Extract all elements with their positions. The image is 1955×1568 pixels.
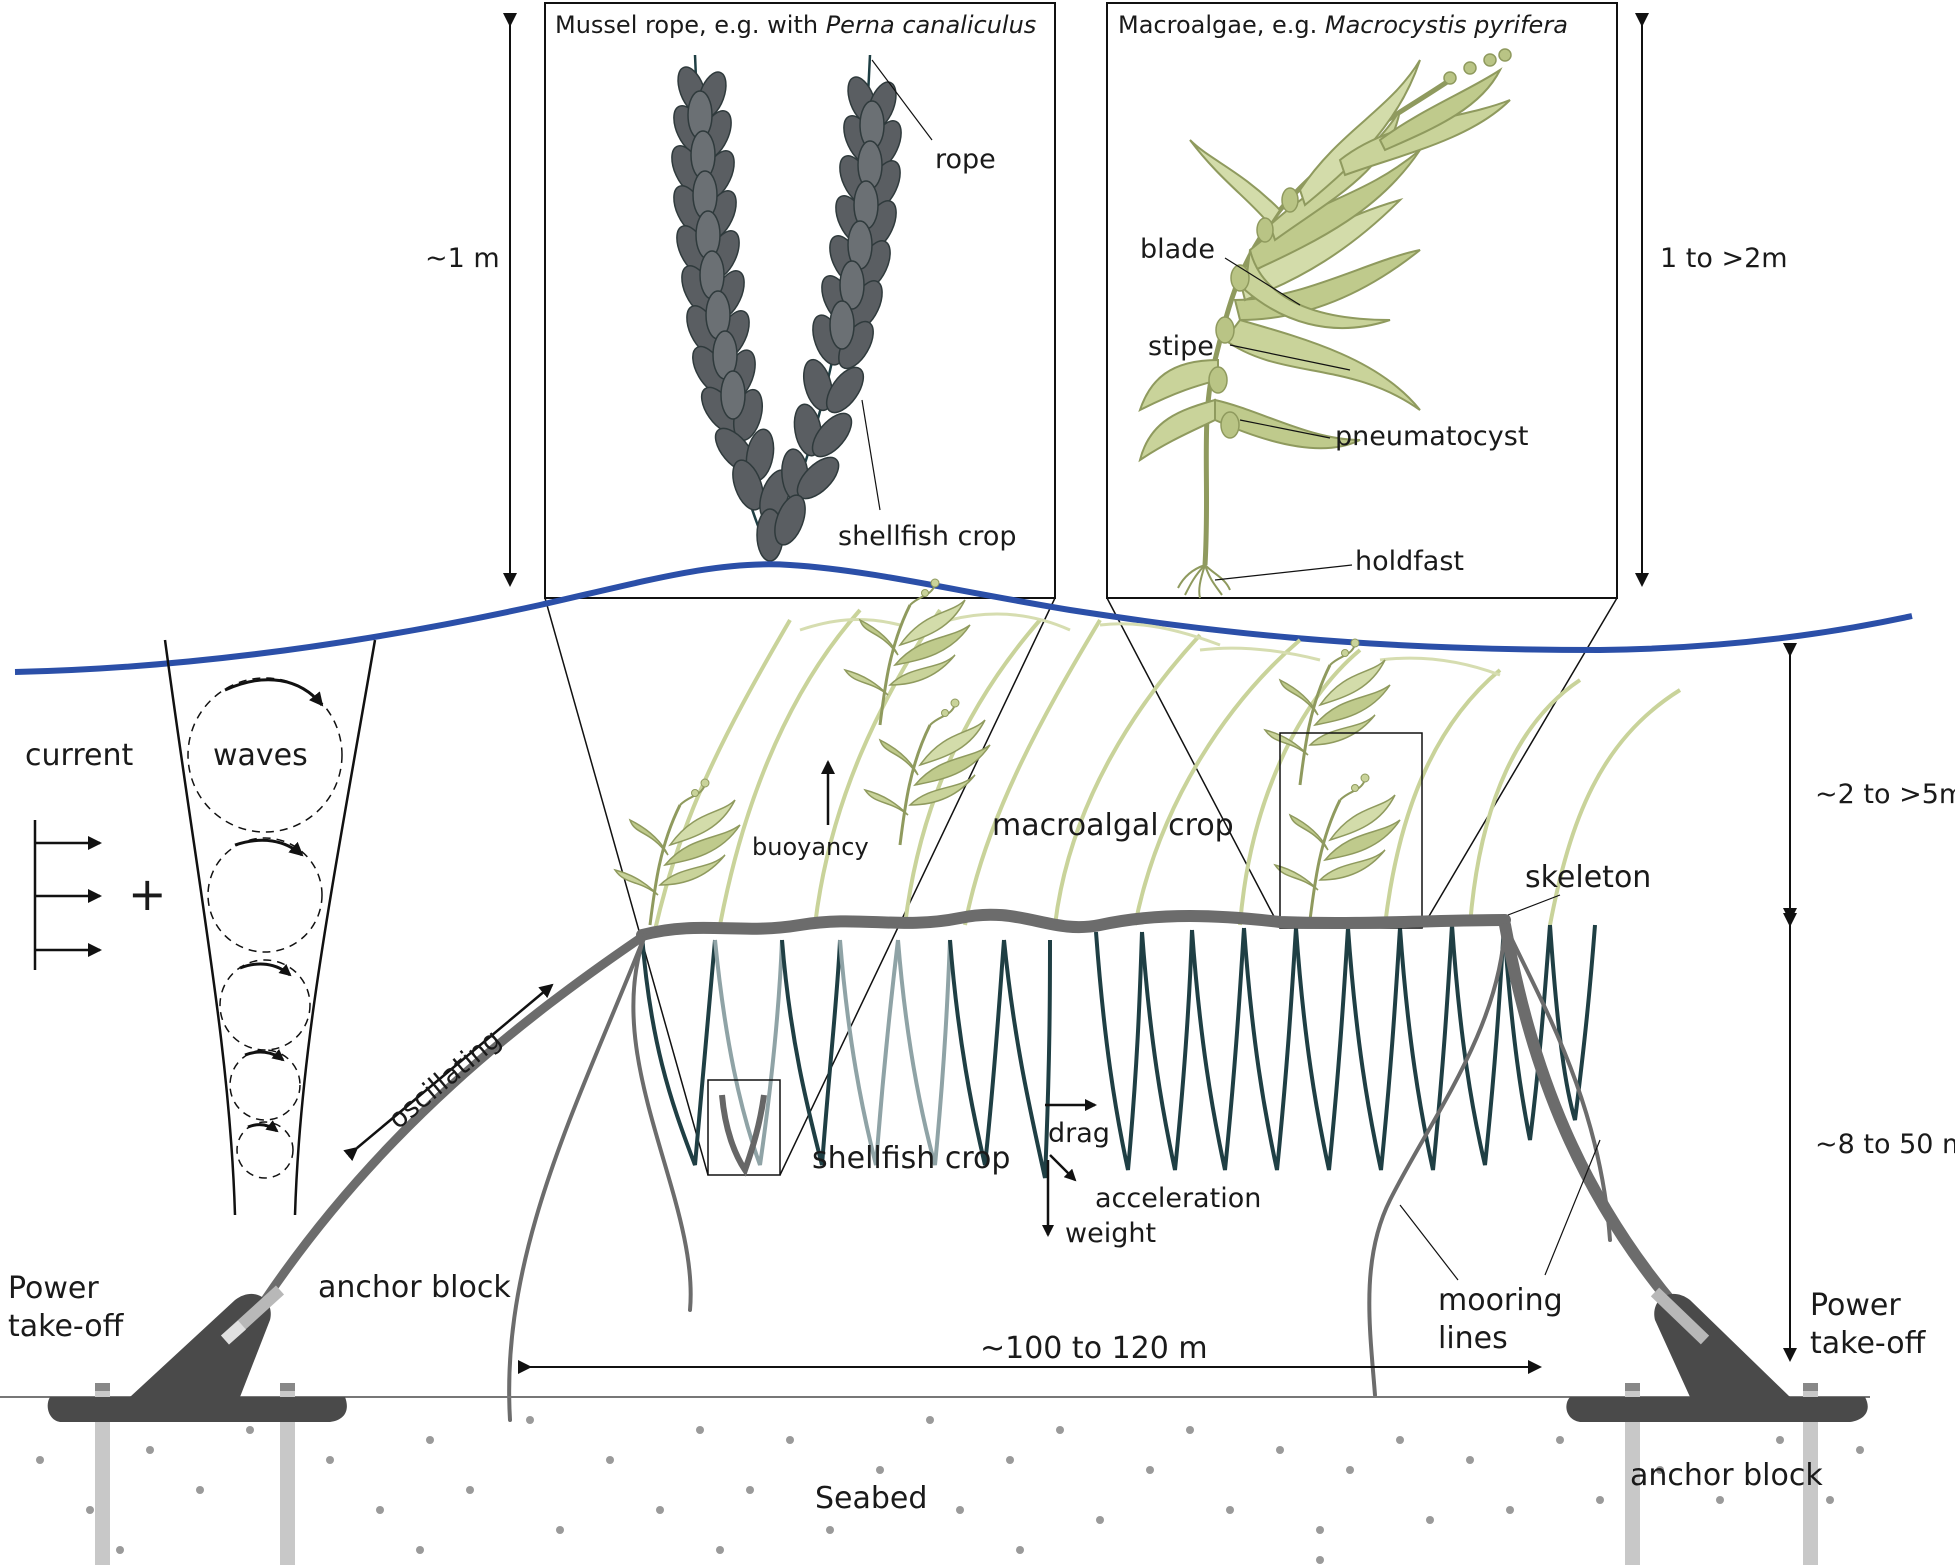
- macroalgae-illustration: [1138, 48, 1512, 599]
- mini-mussel-rope: [719, 1094, 767, 1177]
- anchor-block-right: [1566, 1287, 1868, 1565]
- macro-inset-title: Macroalgae, e.g. Macrocystis pyrifera: [1118, 11, 1568, 39]
- rope-label: rope: [935, 144, 996, 175]
- zoom-lines: [544, 597, 1618, 1176]
- anchor-block-left-label: anchor block: [318, 1270, 511, 1305]
- mooring-leaders: [1399, 894, 1601, 1281]
- blade-label: blade: [1140, 234, 1215, 265]
- weight-label: weight: [1065, 1218, 1156, 1249]
- current-arrows: [33, 820, 102, 970]
- seabed-label: Seabed: [815, 1481, 927, 1516]
- macroalgal-crop: [613, 577, 1682, 931]
- pneumatocyst-label: pneumatocyst: [1335, 421, 1528, 452]
- force-arrows: [1042, 1099, 1097, 1237]
- macro-inset-frame: [1106, 2, 1618, 599]
- mussel-leader-lines: [861, 59, 933, 511]
- mooring-lines-label-1: mooring: [1438, 1283, 1563, 1318]
- macro-leader-lines: [1214, 257, 1353, 581]
- power-takeoff-right-line1: Power: [1810, 1288, 1901, 1323]
- power-takeoff-left-line1: Power: [8, 1271, 99, 1306]
- mussel-zoom-box: [707, 1079, 781, 1176]
- mooring-lines-label-2: lines: [1438, 1321, 1508, 1356]
- wave-orbits: [187, 677, 343, 1179]
- span-label: ~100 to 120 m: [980, 1331, 1208, 1366]
- height-mussel-label: ~1 m: [425, 243, 500, 274]
- oscillating-arrow: [343, 983, 554, 1162]
- stipe-label: stipe: [1148, 331, 1214, 362]
- anchor-block-left: [47, 1285, 347, 1565]
- mussel-rope-illustration: [671, 54, 902, 562]
- power-takeoff-left-line2: take-off: [8, 1309, 125, 1344]
- mussel-inset-title: Mussel rope, e.g. with Perna canaliculus: [555, 11, 1036, 39]
- waves-label: waves: [213, 738, 308, 773]
- mussel-inset-frame: [544, 2, 1056, 599]
- mooring-lines: [260, 919, 1706, 1422]
- drag-label: drag: [1048, 1118, 1110, 1149]
- shellfish-crop-inset-label: shellfish crop: [838, 521, 1017, 552]
- buoyancy-label: buoyancy: [752, 833, 869, 861]
- macroalgal-crop-label: macroalgal crop: [992, 808, 1234, 843]
- anchor-block-right-label: anchor block: [1630, 1458, 1823, 1493]
- height-macro-label: 1 to >2m: [1660, 243, 1788, 274]
- skeleton: [636, 908, 1511, 941]
- shellfish-crop-label: shellfish crop: [812, 1141, 1010, 1176]
- depth-water-label: ~8 to 50 m: [1815, 1129, 1955, 1160]
- holdfast-label: holdfast: [1355, 546, 1464, 577]
- depth-surface-label: ~2 to >5m: [1815, 779, 1955, 810]
- power-takeoff-right-line2: take-off: [1810, 1326, 1927, 1361]
- current-label: current: [25, 738, 133, 773]
- shellfish-ropes: [640, 924, 1597, 1179]
- oscillating-label: oscillating: [383, 1024, 508, 1136]
- wave-orbit-arrows: [224, 678, 324, 1133]
- acceleration-label: acceleration: [1095, 1183, 1261, 1214]
- plus-sign: +: [128, 867, 167, 921]
- skeleton-label: skeleton: [1525, 860, 1651, 895]
- wave-funnel: [163, 639, 377, 1216]
- seabed-dots: [36, 1416, 1864, 1564]
